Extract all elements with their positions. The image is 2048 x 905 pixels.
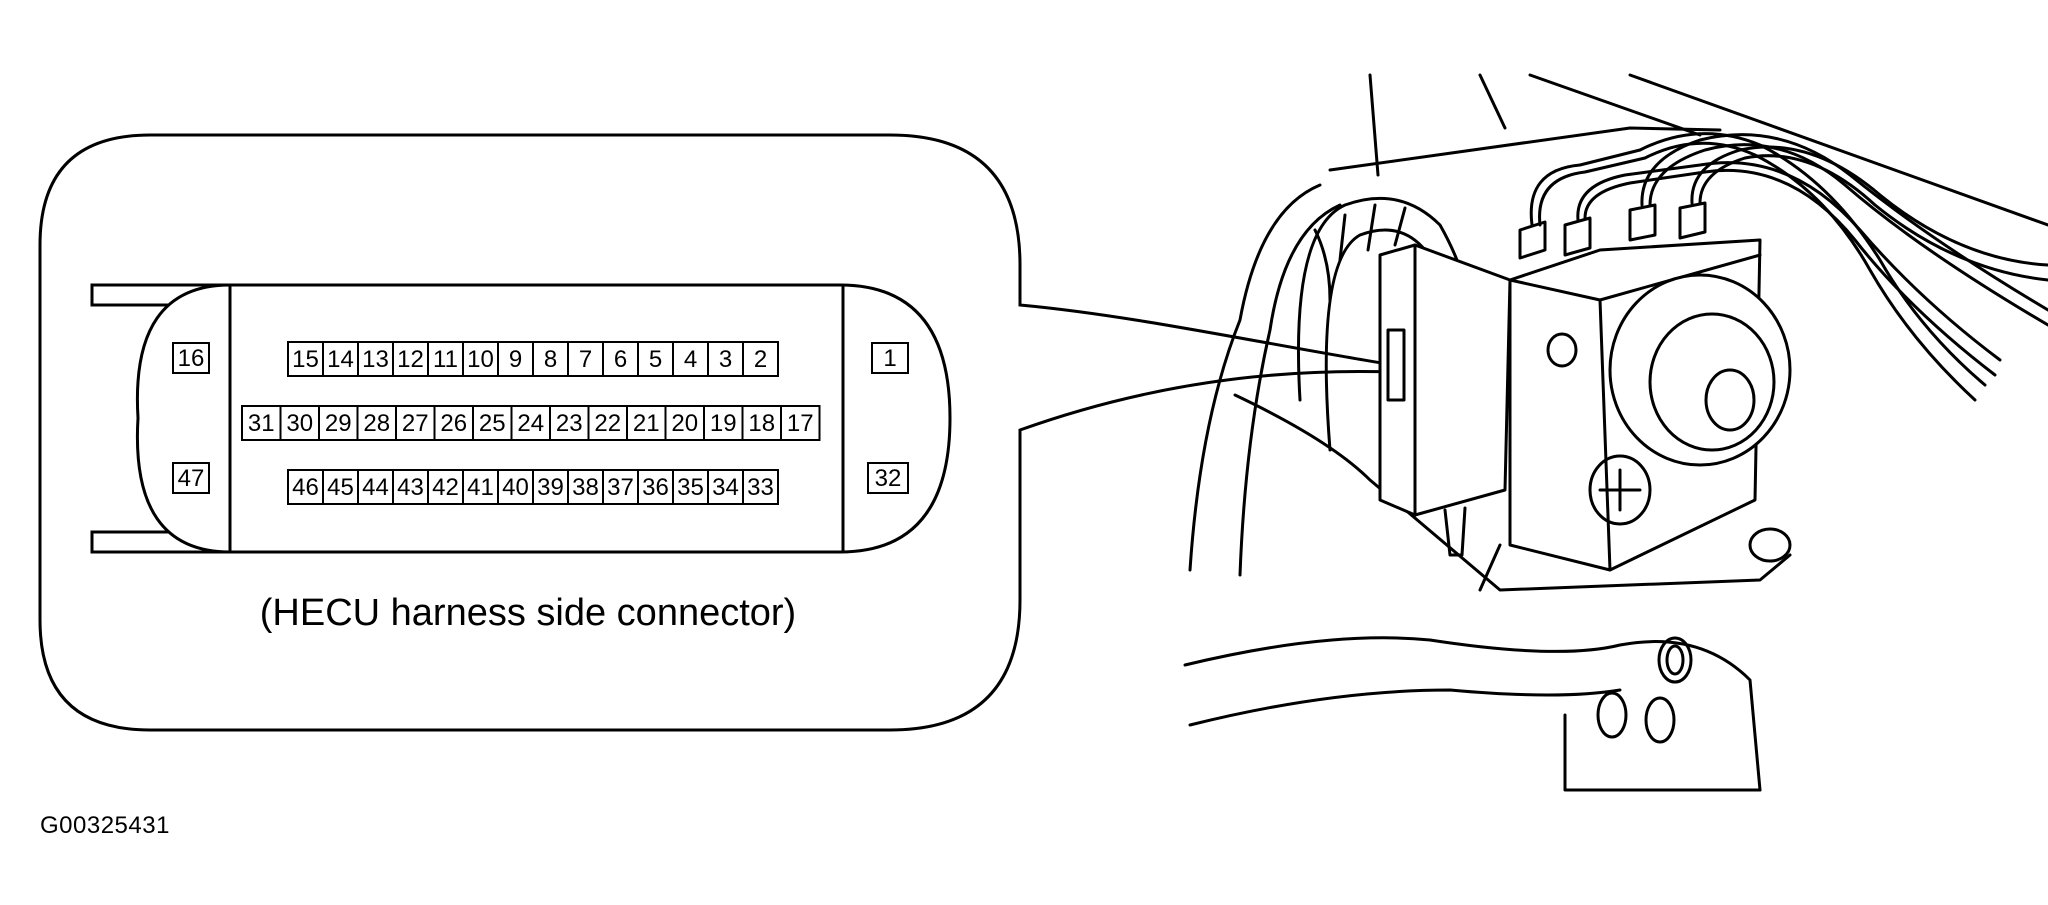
pin-label: 37 xyxy=(607,474,634,501)
pin-label: 35 xyxy=(677,474,704,501)
pin-label: 23 xyxy=(556,410,583,437)
pin-label: 47 xyxy=(178,465,205,492)
side-pin-boxes xyxy=(172,342,909,494)
pin-label: 3 xyxy=(719,346,732,373)
pin-row-2: 31 30 29 28 27 26 25 24 23 22 21 20 19 18 17 xyxy=(241,405,821,441)
pin-label: 34 xyxy=(712,474,739,501)
pin-label: 33 xyxy=(747,474,774,501)
pin-label: 44 xyxy=(362,474,389,501)
pin-label: 1 xyxy=(883,345,896,372)
pin-box xyxy=(742,341,779,377)
pin-label: 2 xyxy=(754,346,767,373)
pin-label: 45 xyxy=(327,474,354,501)
callout-bubble xyxy=(38,133,1481,732)
pin-label: 11 xyxy=(433,346,458,373)
pin-label: 28 xyxy=(363,410,390,437)
pin-label: 18 xyxy=(748,410,775,437)
pin-label: 4 xyxy=(684,346,697,373)
pin-box xyxy=(780,405,821,441)
pin-label: 22 xyxy=(594,410,621,437)
pin-label: 15 xyxy=(292,346,319,373)
pin-label: 12 xyxy=(397,346,424,373)
pin-label: 20 xyxy=(671,410,698,437)
figure-id: G00325431 xyxy=(40,812,170,839)
pin-label: 30 xyxy=(286,410,313,437)
pin-label: 13 xyxy=(362,346,389,373)
pin-label: 5 xyxy=(649,346,662,373)
pin-label: 36 xyxy=(642,474,669,501)
pin-label: 9 xyxy=(509,346,522,373)
pin-label: 38 xyxy=(572,474,599,501)
pin-label: 21 xyxy=(633,410,660,437)
pin-label: 32 xyxy=(875,465,902,492)
pin-label: 29 xyxy=(325,410,352,437)
connector-caption: (HECU harness side connector) xyxy=(260,592,796,634)
pin-label: 46 xyxy=(292,474,319,501)
pin-label: 19 xyxy=(710,410,737,437)
pin-label: 40 xyxy=(502,474,529,501)
pin-label: 10 xyxy=(467,346,494,373)
pin-row-3: 46 45 44 43 42 41 40 39 38 37 36 35 34 33 xyxy=(287,469,779,505)
pin-box xyxy=(742,469,779,505)
hecu-illustration xyxy=(1183,73,2048,792)
pin-label: 17 xyxy=(787,410,814,437)
pin-label: 42 xyxy=(432,474,459,501)
pin-label: 7 xyxy=(579,346,592,373)
pin-label: 27 xyxy=(402,410,429,437)
pin-label: 25 xyxy=(479,410,506,437)
pin-label: 6 xyxy=(614,346,627,373)
pin-label: 39 xyxy=(537,474,564,501)
pin-label: 41 xyxy=(467,474,494,501)
pin-label: 43 xyxy=(397,474,424,501)
pin-label: 14 xyxy=(327,346,354,373)
pin-label: 31 xyxy=(248,410,275,437)
pin-label: 24 xyxy=(517,410,544,437)
pin-label: 16 xyxy=(178,345,205,372)
pin-label: 8 xyxy=(544,346,557,373)
pin-label: 26 xyxy=(440,410,467,437)
connector-outline xyxy=(90,283,952,554)
